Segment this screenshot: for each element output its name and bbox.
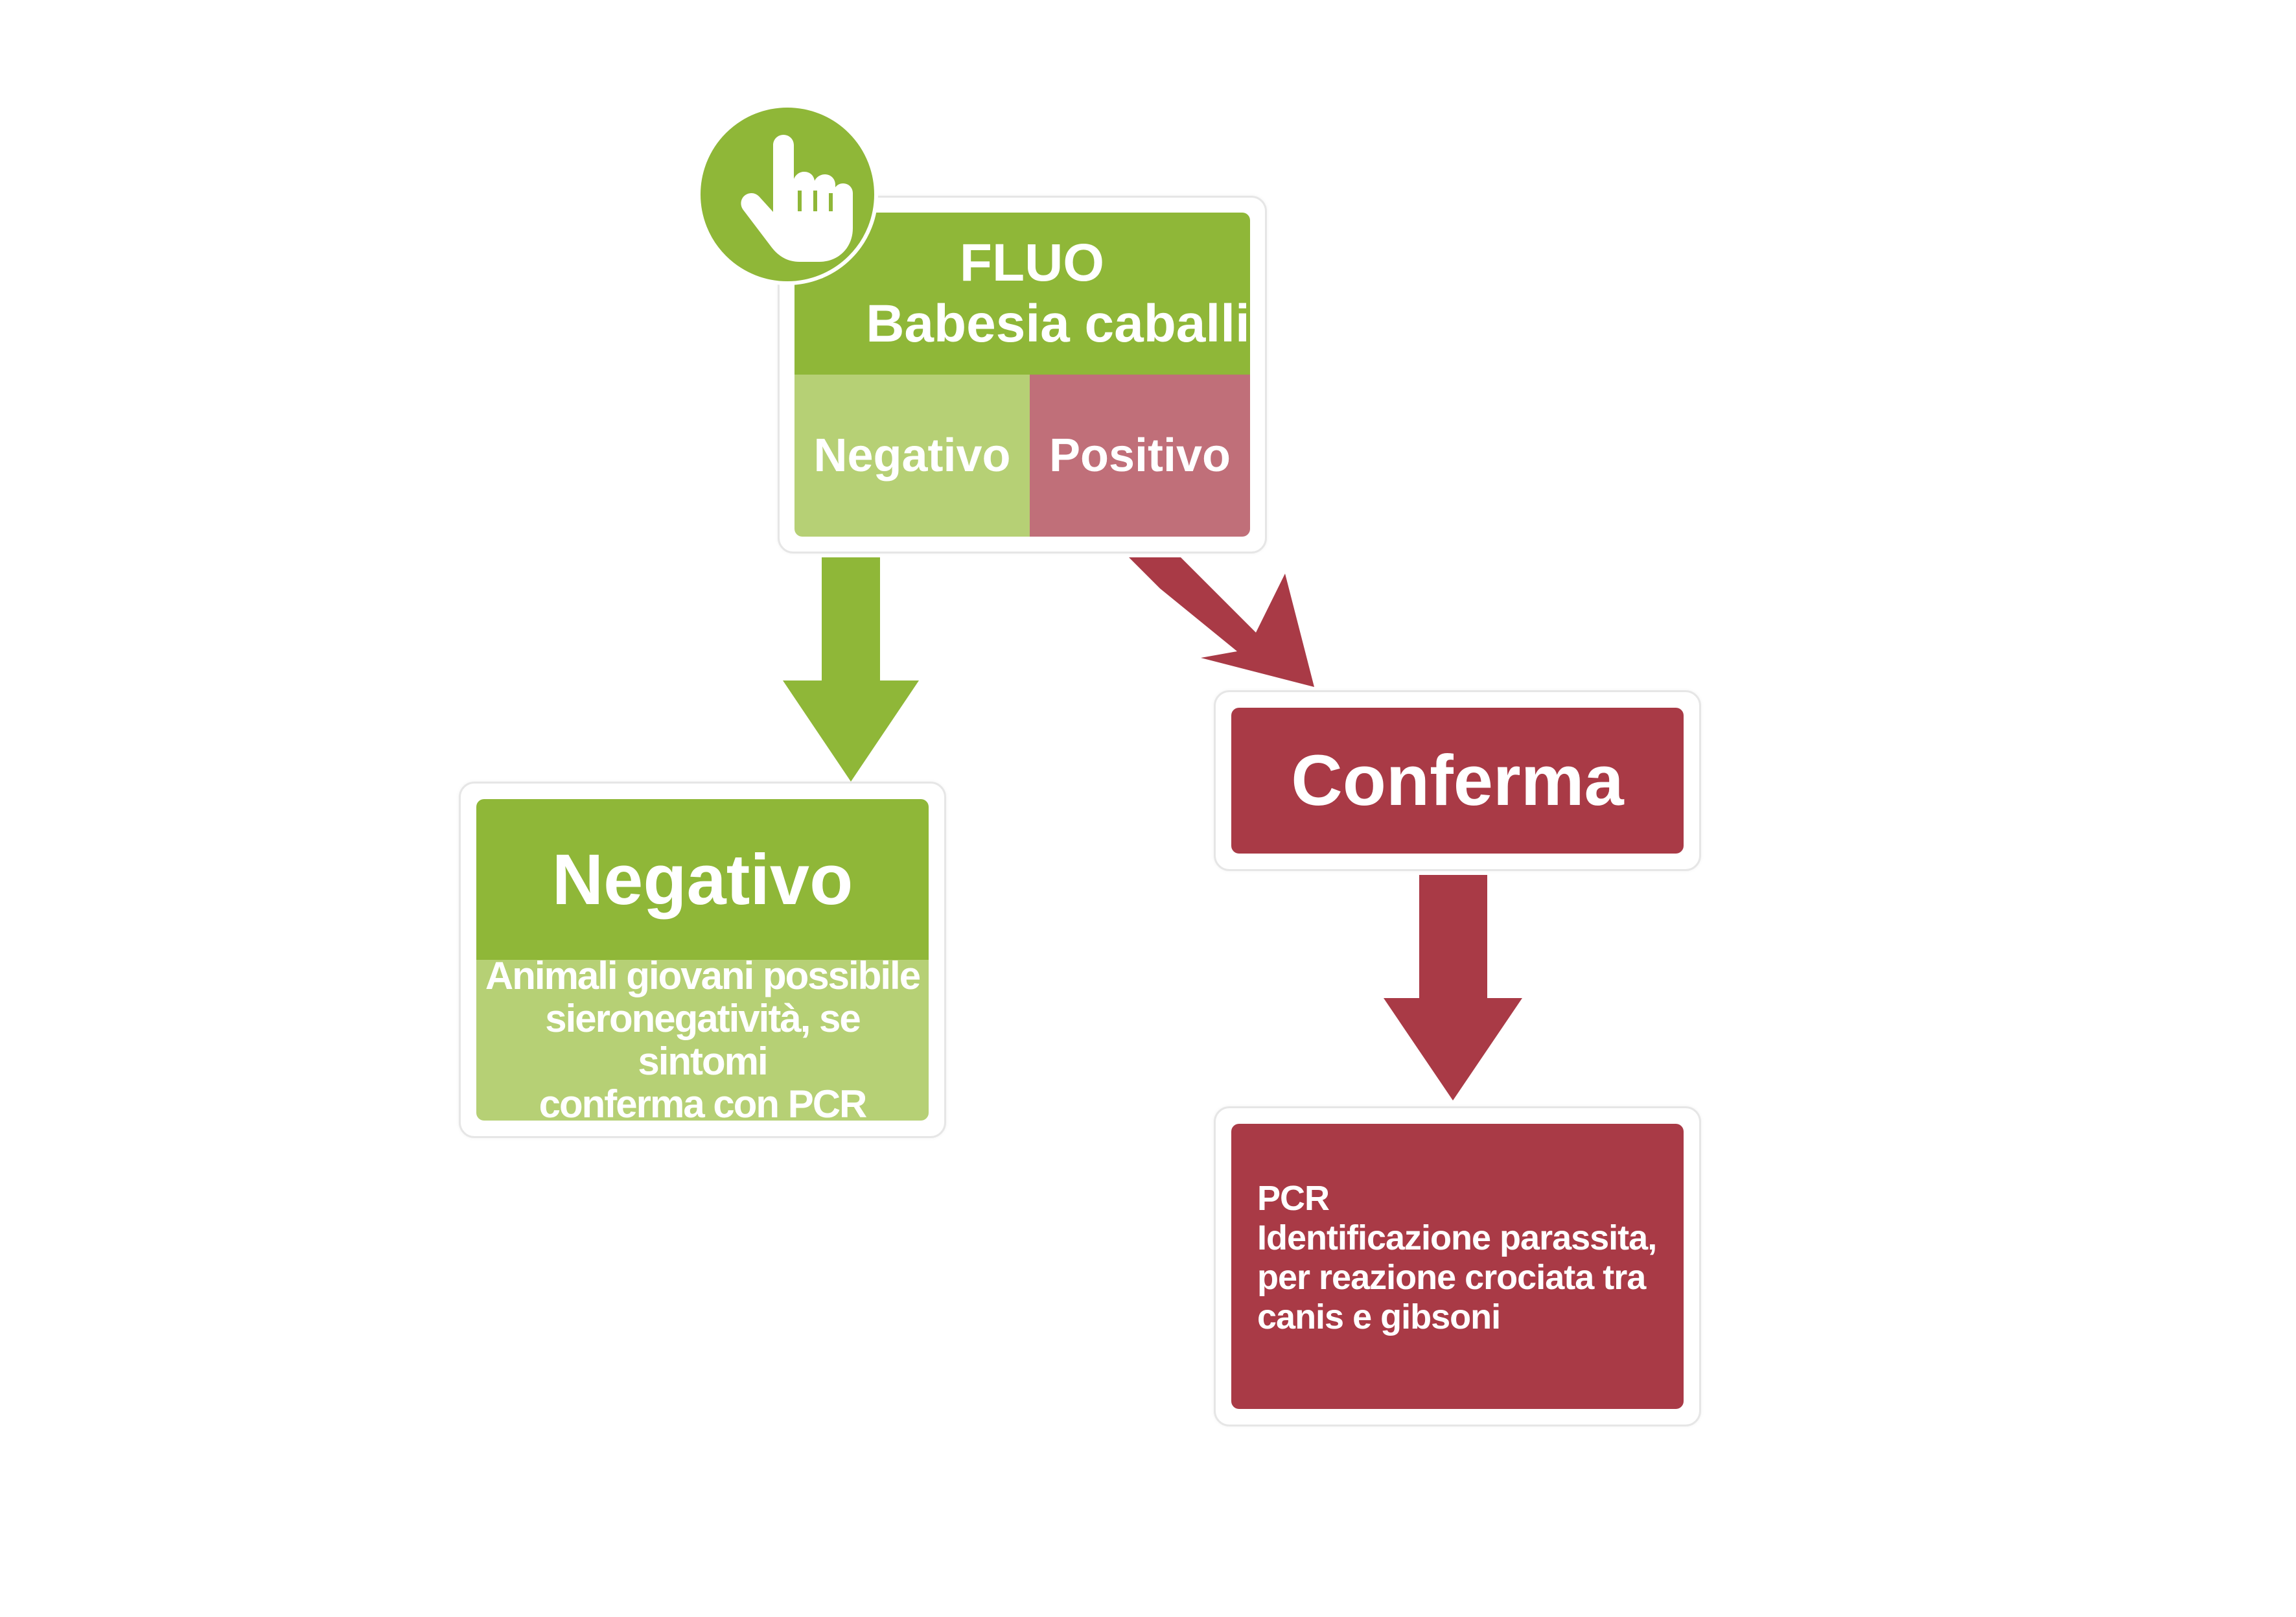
conferma-panel: Conferma (1231, 708, 1684, 854)
fluo-test-panel: FLUO Babesia caballi Negativo Positivo (794, 213, 1250, 537)
fluo-title: FLUO (959, 233, 1105, 292)
pcr-panel: PCR Identificazione parassita, per reazi… (1231, 1124, 1684, 1409)
negativo-note-line3: conferma con PCR (539, 1082, 868, 1121)
negativo-title: Negativo (551, 839, 853, 920)
option-negativo-label: Negativo (813, 430, 1011, 482)
negativo-header: Negativo (476, 799, 929, 960)
arrow-to-pcr (1384, 875, 1522, 1100)
arrow-to-conferma (1129, 557, 1314, 687)
conferma-title: Conferma (1291, 741, 1624, 820)
negativo-note: Animali giovani possibile sieronegativit… (476, 955, 929, 1121)
conferma-title-wrap: Conferma (1231, 708, 1684, 854)
pcr-line2: Identificazione parassita, (1257, 1218, 1657, 1257)
pcr-line3: per reazione crociata tra (1257, 1258, 1646, 1297)
option-positivo-label: Positivo (1049, 430, 1231, 482)
hand-pointer-icon (697, 104, 878, 285)
arrow-to-negativo (783, 557, 919, 782)
fluo-option-negativo: Negativo (794, 375, 1030, 537)
fluo-option-positivo: Positivo (1030, 375, 1250, 537)
negativo-panel: Negativo Animali giovani possibile siero… (476, 799, 929, 1121)
pcr-text: PCR Identificazione parassita, per reazi… (1257, 1179, 1657, 1337)
pcr-line4: canis e gibsoni (1257, 1297, 1501, 1336)
negativo-note-line2: sieronegatività, se sintomi (545, 997, 861, 1083)
fluo-test-header: FLUO Babesia caballi (794, 213, 1250, 375)
pcr-line1: PCR (1257, 1179, 1330, 1218)
negativo-note-line1: Animali giovani possibile (485, 954, 921, 997)
fluo-subtitle: Babesia caballi (866, 294, 1250, 353)
